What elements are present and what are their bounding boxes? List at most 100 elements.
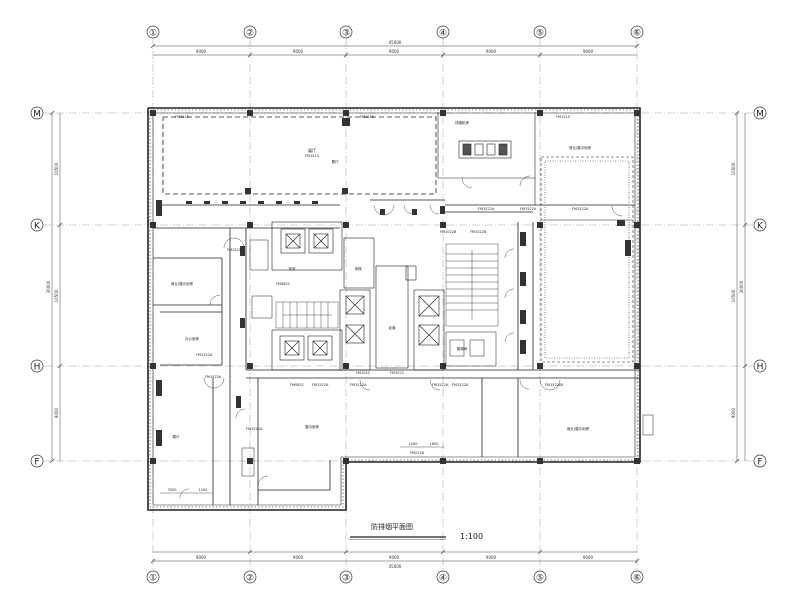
svg-text:③: ③ <box>342 574 350 584</box>
row-bubble-right-K: K <box>753 218 767 232</box>
bottom-dim-2: 9000 <box>293 555 304 560</box>
top-dim-4: 9000 <box>486 49 497 54</box>
column-bubble-3: ③ <box>339 25 353 39</box>
column-bubble-bottom-5: ⑤ <box>533 570 547 584</box>
drawing-scale: 1:100 <box>460 532 483 541</box>
svg-text:H: H <box>757 363 764 373</box>
left-dimension-labels: 30000 10500 10500 9000 <box>46 162 59 418</box>
left-dim-2: 10500 <box>54 289 59 302</box>
door-tag: FM1522A <box>196 353 213 357</box>
bottom-dim-3: 9000 <box>389 555 400 560</box>
column-bubble-bottom-3: ③ <box>339 570 353 584</box>
top-dim-1: 9000 <box>196 49 207 54</box>
top-dim-3: 9000 <box>389 49 400 54</box>
column-bubble-4: ④ <box>436 25 450 39</box>
svg-text:①: ① <box>149 574 157 584</box>
column-bubble-bottom-6: ⑥ <box>630 570 644 584</box>
row-bubble-H: H <box>30 359 44 373</box>
drawing-title-block: 防排烟平面图 1:100 <box>350 522 483 541</box>
core-shafts <box>241 239 497 477</box>
door-tag: FM1522A <box>350 383 367 387</box>
column-bubble-6: ⑥ <box>630 25 644 39</box>
row-bubble-M: M <box>30 106 44 120</box>
right-smoke-zone <box>540 156 634 363</box>
column-axis-bottom: ① ② ③ ④ ⑤ ⑥ <box>146 570 644 584</box>
local-dim: 1650 <box>430 442 439 446</box>
column-bubble-bottom-2: ② <box>243 570 257 584</box>
door-tag: FM1522A <box>246 427 263 431</box>
svg-text:⑤: ⑤ <box>536 29 544 39</box>
local-dim: 3300 <box>168 488 177 492</box>
door-tag: FM1522A <box>312 383 329 387</box>
door-tag: FM1022 <box>390 371 404 375</box>
column-bubble-2: ② <box>243 25 257 39</box>
left-total-dim: 30000 <box>46 280 51 293</box>
svg-text:④: ④ <box>439 574 447 584</box>
top-hall-zone <box>162 112 536 205</box>
svg-text:K: K <box>34 222 41 232</box>
door-tag: FM1522A <box>205 375 222 379</box>
room-label-lobby: 前室 <box>289 266 297 271</box>
top-dimension-labels: 45000 9000 9000 9000 9000 9000 <box>196 40 594 54</box>
room-label-left-office: 办公用房 <box>185 336 199 341</box>
row-bubble-K: K <box>30 218 44 232</box>
room-labels: 展厅 FM1515 展厅 排烟机房 商业/展示用房 商业/展示用房 办公用房 展… <box>171 120 592 439</box>
row-bubble-F: F <box>30 454 44 468</box>
door-tags: FM1215 FM1215 FM1215 FM1522A FM1522A FM1… <box>175 115 589 455</box>
door-tag: FM1022B <box>470 230 487 234</box>
interior-walls <box>153 199 640 505</box>
bottom-dim-5: 9000 <box>583 555 594 560</box>
door-tag: FM2128 <box>410 451 424 455</box>
room-code-top-hall: FM1515 <box>305 154 319 158</box>
dimension-ticks <box>49 43 748 564</box>
svg-text:M: M <box>33 110 41 120</box>
left-dim-3: 9000 <box>54 407 59 418</box>
svg-text:M: M <box>756 110 764 120</box>
room-label-top-hall: 展厅 <box>308 147 316 153</box>
stair-runs <box>275 243 499 329</box>
door-tag: FM1522A <box>572 207 589 211</box>
right-dim-1: 10500 <box>731 162 736 175</box>
room-label-top-right-shop: 商业/展示用房 <box>569 145 592 150</box>
dimension-lines <box>51 45 746 562</box>
svg-text:⑥: ⑥ <box>633 29 641 39</box>
column-bubble-bottom-1: ① <box>146 570 160 584</box>
door-tag: FM1215 <box>360 115 374 119</box>
local-dim: 1200 <box>199 488 208 492</box>
bottom-dimension-labels: 9000 9000 9000 9000 9000 45000 <box>196 555 594 569</box>
top-total-dim: 45000 <box>389 40 402 45</box>
row-axis-right: M K H F <box>753 106 767 468</box>
column-axis-top: ① ② ③ ④ ⑤ ⑥ <box>146 25 644 39</box>
room-label-bottom-center: 展示用房 <box>305 424 319 429</box>
door-tag: FM1022 <box>356 371 370 375</box>
structural-columns <box>150 110 640 464</box>
svg-text:⑤: ⑤ <box>536 574 544 584</box>
right-dim-3: 9000 <box>731 407 736 418</box>
door-tag: FM1215 <box>175 115 189 119</box>
bottom-total-dim: 45000 <box>389 564 402 569</box>
room-label-corridor: 走道 <box>389 325 397 330</box>
svg-text:③: ③ <box>342 29 350 39</box>
core-elevators <box>271 221 445 371</box>
top-dim-5: 9000 <box>583 49 594 54</box>
door-tag: FM1522A <box>227 248 244 252</box>
axis-grid-lines <box>43 38 754 571</box>
svg-text:H: H <box>34 363 41 373</box>
room-label-left-shop: 商业/展示用房 <box>171 281 194 286</box>
right-dimension-labels: 10500 10500 9000 30000 <box>731 162 744 418</box>
door-tag: FM1215 <box>556 115 570 119</box>
row-axis-left: M K H F <box>30 106 44 468</box>
room-sub-top-hall: 展厅 <box>332 159 340 164</box>
drawing-title: 防排烟平面图 <box>371 522 413 531</box>
door-tag: FM0821 <box>290 383 304 387</box>
room-label-bottom-left: 展厅 <box>173 434 180 439</box>
column-bubble-5: ⑤ <box>533 25 547 39</box>
smoke-exhaust-fan-unit <box>458 140 512 159</box>
row-bubble-right-M: M <box>753 106 767 120</box>
svg-text:F: F <box>757 458 762 468</box>
door-tag: FM1522A <box>432 383 449 387</box>
room-label-elevator: 电梯 <box>355 266 363 271</box>
exterior-equipment-box <box>642 414 654 436</box>
column-bubble-1: ① <box>146 25 160 39</box>
